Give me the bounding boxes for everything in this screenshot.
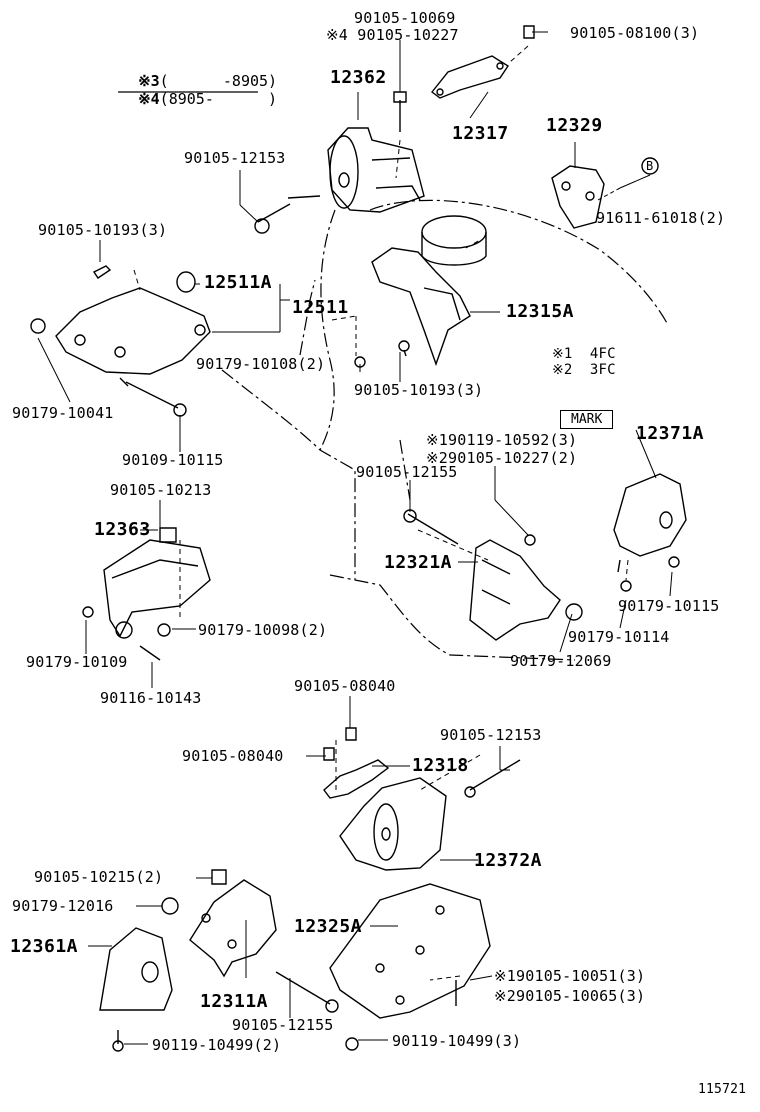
callout-90179-10115-right: 90179-10115 (618, 597, 720, 615)
callout-90109-10115: 90109-10115 (122, 451, 224, 469)
callout-90179-12016: 90179-12016 (12, 897, 114, 915)
mark-label-box: MARK (560, 410, 614, 429)
callout-12329: 12329 (546, 115, 603, 136)
callout-90119-10499-right: 90119-10499(3) (392, 1032, 522, 1050)
callout-90105-10051: ※190105-10051(3) (494, 967, 646, 985)
callout-90105-10065: ※290105-10065(3) (494, 987, 646, 1005)
callout-12371a: 12371A (636, 423, 705, 444)
callout-12511a: 12511A (204, 272, 273, 293)
note-3-range: ( -8905) (159, 72, 278, 90)
callout-90105-10227-2: ※290105-10227(2) (426, 449, 578, 467)
callout-90105-08040-left: 90105-08040 (182, 747, 284, 765)
reference-circle-b (642, 158, 658, 174)
callout-90179-12069: 90179-12069 (510, 652, 612, 670)
leader-lines (38, 32, 672, 1044)
callout-90105-10213: 90105-10213 (110, 481, 212, 499)
legend-3fc: ※2 3FC (552, 362, 616, 378)
callout-90179-10108: 90179-10108(2) (196, 355, 326, 373)
callout-90105-12155-mid: 90105-12155 (356, 463, 458, 481)
callout-12325a: 12325A (294, 916, 363, 937)
callout-90179-10041: 90179-10041 (12, 404, 114, 422)
callout-12311a: 12311A (200, 991, 269, 1012)
part-shapes (31, 26, 686, 1051)
callout-12317: 12317 (452, 123, 509, 144)
callout-12372a: 12372A (474, 850, 543, 871)
callout-90105-10069: 90105-10069 (354, 9, 456, 27)
note-4-range: (8905- ) (159, 90, 278, 108)
callout-90105-10227-4: ※4 90105-10227 (326, 26, 459, 44)
callout-12361a: 12361A (10, 936, 79, 957)
note-3-mark: ※3 (138, 72, 160, 90)
callout-90105-10193-left: 90105-10193(3) (38, 221, 168, 239)
note-4-mark: ※4 (138, 90, 160, 108)
callout-12321a: 12321A (384, 552, 453, 573)
drawing-number: 115721 (698, 1082, 747, 1097)
note-3: ※3( -8905) (120, 56, 277, 90)
callout-91611-61018: 91611-61018(2) (596, 209, 726, 227)
reference-b-label: B (646, 159, 654, 173)
callout-12363: 12363 (94, 519, 151, 540)
callout-90105-12153-bottom: 90105-12153 (440, 726, 542, 744)
callout-12511: 12511 (292, 297, 349, 318)
callout-90105-10215: 90105-10215(2) (34, 868, 164, 886)
callout-90179-10114: 90179-10114 (568, 628, 670, 646)
callout-90179-10109: 90179-10109 (26, 653, 128, 671)
callout-90105-12155-bottom: 90105-12155 (232, 1016, 334, 1034)
callout-90179-10098: 90179-10098(2) (198, 621, 328, 639)
engine-outline (222, 200, 668, 660)
callout-90105-08040-top: 90105-08040 (294, 677, 396, 695)
callout-12362: 12362 (330, 67, 387, 88)
callout-12315a: 12315A (506, 301, 575, 322)
callout-12318: 12318 (412, 755, 469, 776)
callout-90119-10592: ※190119-10592(3) (426, 431, 578, 449)
legend-4fc: ※1 4FC (552, 346, 616, 362)
callout-90116-10143: 90116-10143 (100, 689, 202, 707)
callout-90105-10193-mid: 90105-10193(3) (354, 381, 484, 399)
note-4: ※4(8905- ) (120, 74, 277, 108)
callout-90119-10499-left: 90119-10499(2) (152, 1036, 282, 1054)
callout-90105-08100: 90105-08100(3) (570, 24, 700, 42)
callout-90105-12153-top: 90105-12153 (184, 149, 286, 167)
